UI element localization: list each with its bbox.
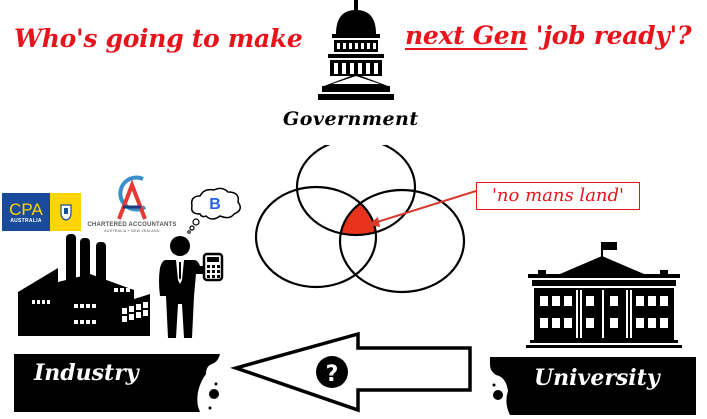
question-circle-icon [316,356,348,388]
question-mark: ? [326,362,339,387]
left-arrow-icon: ? [230,331,472,413]
title-job-ready: 'job ready'? [535,21,692,50]
venn-circle-industry [254,185,378,289]
factory-icon [18,234,150,336]
university-label: University [534,365,660,391]
chartered-accountants-logo-mark [117,175,147,220]
venn-circle-university [338,188,466,294]
thought-bubble-letter: B [209,196,221,213]
cpa-australia-logo: CPA AUSTRALIA [2,193,81,231]
university-building-icon [526,242,682,348]
university-windows [540,296,668,328]
government-label: Government [283,108,419,130]
title-underlined: next Gen [405,21,528,50]
businessman-icon [159,236,224,338]
calculator-icon [202,252,224,282]
cpa-logo-main: CPA [9,199,43,219]
crest-icon [59,204,72,221]
ca-logo-line2: AUSTRALIA + NEW ZEALAND [104,229,160,233]
title-part-2: next Gen 'job ready'? [405,21,692,50]
no-mans-land-callout: 'no mans land' [476,182,640,210]
industry-label: Industry [34,360,139,386]
ca-logo-line1: CHARTERED ACCOUNTANTS [87,222,177,228]
cpa-logo-sub: AUSTRALIA [10,217,42,224]
chartered-accountants-logo-text: CHARTERED ACCOUNTANTS AUSTRALIA + NEW ZE… [82,222,182,233]
venn-circle-government [295,145,417,237]
industry-banner [14,354,220,412]
capitol-building-icon [318,0,394,100]
thought-bubble-icon: B [187,187,241,234]
callout-arrow [373,190,477,224]
venn-diagram [254,145,477,294]
title-part-1: Who's going to make [14,24,303,53]
university-banner [490,357,696,415]
